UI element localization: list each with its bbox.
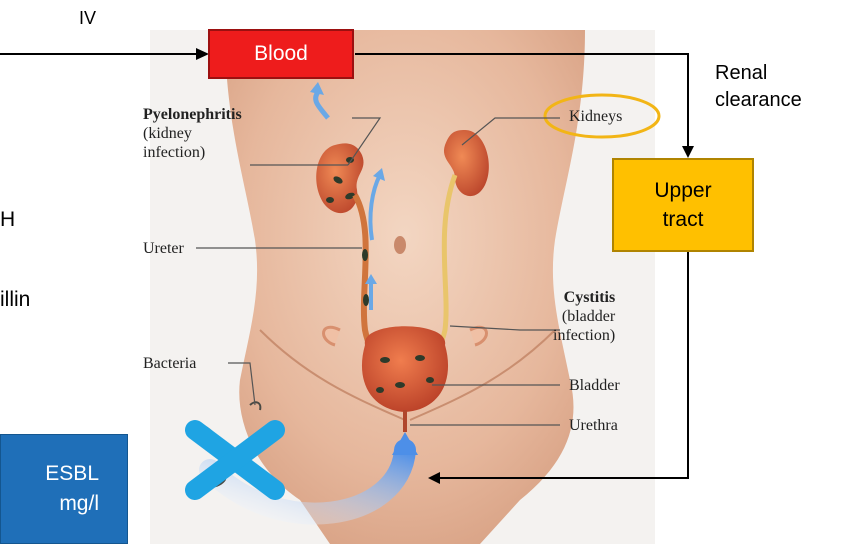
pyelonephritis-sub2: infection)	[143, 144, 205, 161]
cutoff-text-line2: illin	[0, 287, 30, 313]
esbl-box-line2: mg/l	[59, 489, 99, 519]
bacteria-label: Bacteria	[143, 354, 196, 373]
upper-tract-line2: tract	[663, 205, 704, 234]
renal-clearance-line1: Renal	[715, 60, 802, 87]
upper-tract-line1: Upper	[654, 176, 711, 205]
renal-clearance-label: Renal clearance	[715, 60, 802, 114]
pyelonephritis-label: Pyelonephritis (kidney infection)	[143, 105, 242, 163]
iv-label: IV	[79, 8, 96, 29]
arrowhead-upper-tract	[682, 146, 694, 158]
pyelonephritis-sub1: (kidney	[143, 125, 192, 142]
bladder	[362, 326, 448, 412]
cutoff-text-line1: H	[0, 207, 15, 233]
cystitis-sub1: (bladder	[562, 308, 615, 325]
esbl-box: ESBL mg/l	[0, 434, 128, 544]
kidneys-label: Kidneys	[569, 107, 622, 126]
ureter-label: Ureter	[143, 239, 184, 258]
renal-clearance-line2: clearance	[715, 87, 802, 114]
blood-box: Blood	[208, 29, 354, 79]
urethra-label: Urethra	[569, 416, 618, 435]
cystitis-title: Cystitis	[564, 289, 616, 306]
upper-tract-box: Upper tract	[612, 158, 754, 252]
esbl-box-line1: ESBL	[45, 459, 99, 489]
cystitis-sub2: infection)	[553, 327, 615, 344]
bladder-label: Bladder	[569, 376, 620, 395]
navel	[394, 236, 406, 254]
cystitis-label: Cystitis (bladder infection)	[553, 288, 615, 346]
pyelonephritis-title: Pyelonephritis	[143, 106, 242, 123]
